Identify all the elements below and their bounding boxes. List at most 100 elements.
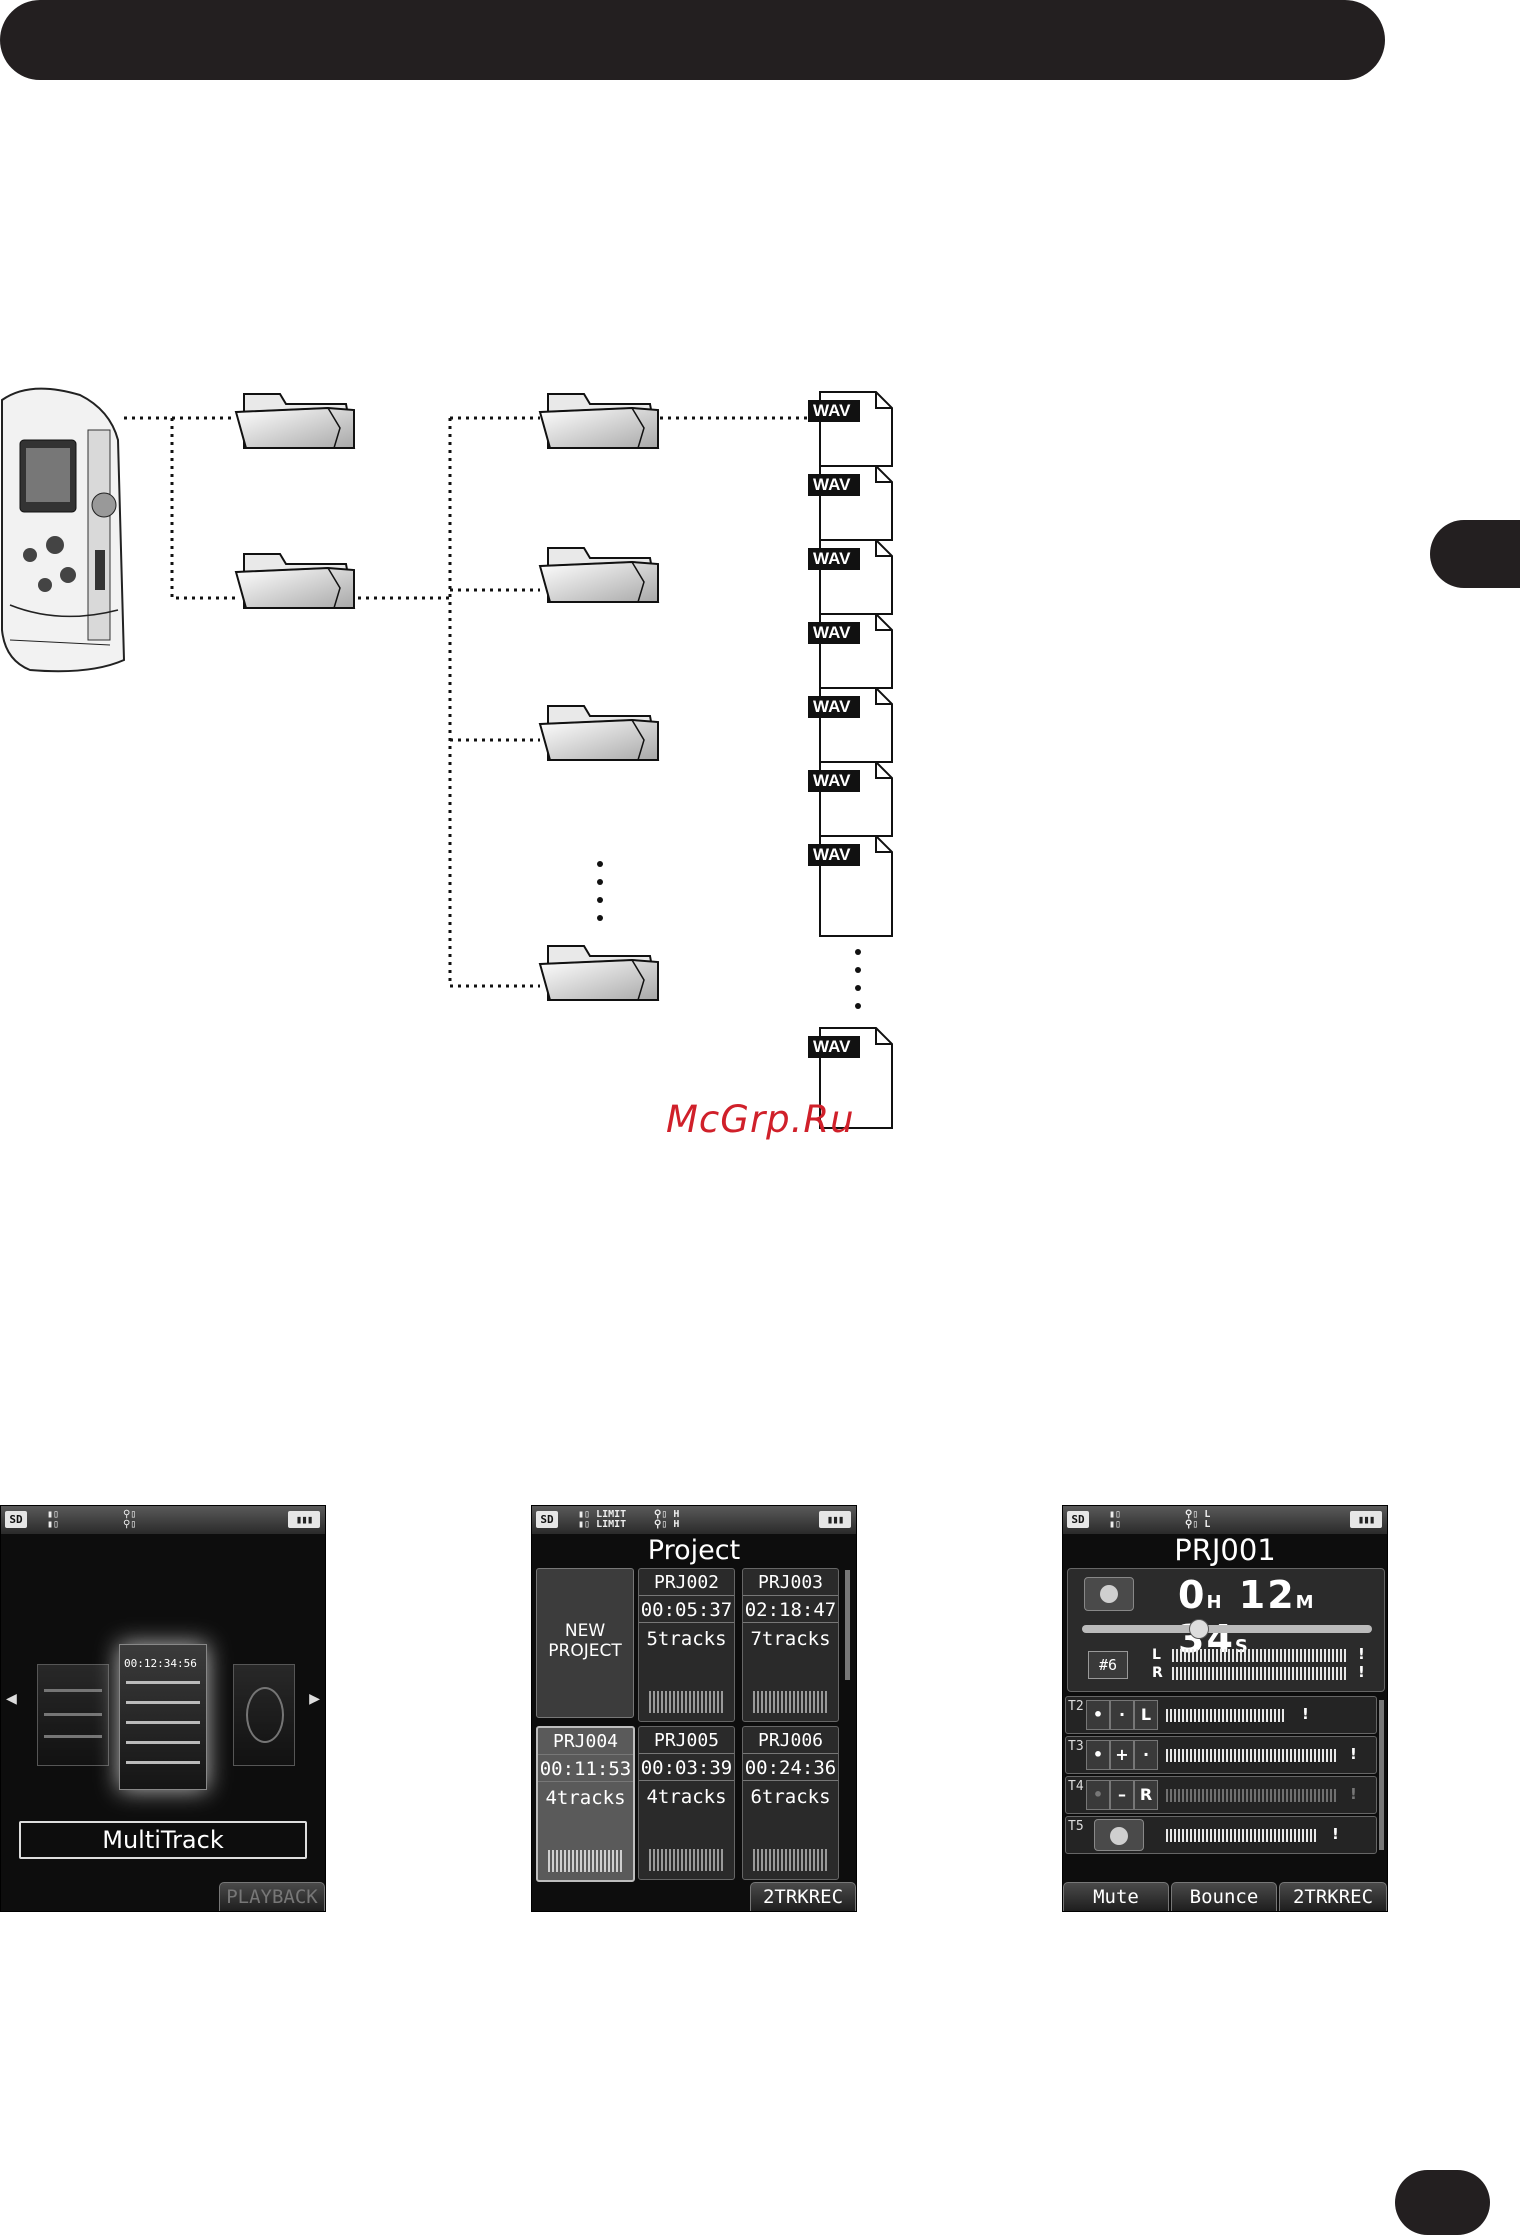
track-dot-icon[interactable]: • — [1086, 1780, 1110, 1810]
scrollbar[interactable] — [845, 1570, 850, 1680]
svg-text:WAV: WAV — [813, 549, 851, 568]
limiter-icon: ▮▯▮▯ — [47, 1509, 60, 1530]
carousel-time: 00:12:34:56 — [124, 1657, 197, 1670]
record-button[interactable] — [1084, 1577, 1134, 1611]
master-meter-l — [1172, 1649, 1346, 1662]
track-row[interactable]: T2 • · L ! — [1065, 1696, 1377, 1734]
project-folder-icon — [539, 705, 659, 761]
connector-lines — [124, 416, 808, 988]
master-meter-r — [1172, 1667, 1346, 1680]
elapsed-time: 0H 12M 34S — [1178, 1573, 1316, 1661]
track-label: T2 — [1068, 1699, 1084, 1714]
sd-card-icon: SD — [1067, 1511, 1089, 1528]
track-dot-icon[interactable]: • — [1086, 1740, 1110, 1770]
status-bar: SD ▮▯ LIMIT▮▯ LIMIT ⚲▯ H⚲▯ H ▮▮▮ — [532, 1506, 856, 1534]
track-dot-icon[interactable]: • — [1086, 1700, 1110, 1730]
clip-indicator: ! — [1358, 1645, 1365, 1663]
track-label: T5 — [1068, 1819, 1084, 1834]
position-slider[interactable] — [1082, 1625, 1372, 1633]
clip-indicator: ! — [1302, 1705, 1309, 1723]
limiter-icon: ▮▯ LIMIT▮▯ LIMIT — [578, 1509, 627, 1530]
new-project-button[interactable]: NEW PROJECT — [536, 1568, 634, 1718]
chapter-side-tab — [1430, 520, 1520, 588]
wav-file-icon: WAV — [807, 465, 893, 541]
mic-icon: ⚲▯⚲▯ — [123, 1509, 137, 1530]
bounce-softkey[interactable]: Bounce — [1171, 1882, 1277, 1911]
more-files-ellipsis — [855, 949, 861, 1009]
wav-file-icon: WAV — [807, 613, 893, 689]
track-mode[interactable]: · — [1110, 1700, 1134, 1730]
recorder-device-illustration — [1, 387, 126, 673]
track-mode[interactable]: – — [1110, 1780, 1134, 1810]
clip-indicator: ! — [1332, 1825, 1339, 1843]
sd-card-icon: SD — [536, 1511, 558, 1528]
mic-icon: ⚲▯ L⚲▯ L — [1185, 1509, 1211, 1530]
track-meter — [1166, 1749, 1336, 1762]
carousel-left-arrow-icon[interactable]: ◀ — [6, 1688, 17, 1709]
master-panel: 0H 12M 34S #6 L R ! ! — [1067, 1568, 1385, 1692]
track-meter — [1166, 1829, 1318, 1842]
svg-text:WAV: WAV — [813, 401, 851, 420]
clip-indicator: ! — [1350, 1745, 1357, 1763]
clip-indicator: ! — [1350, 1785, 1357, 1803]
2trkrec-softkey[interactable]: 2TRKREC — [1279, 1882, 1387, 1911]
mute-softkey[interactable]: Mute — [1063, 1882, 1169, 1911]
status-bar: SD ▮▯▮▯ ⚲▯ L⚲▯ L ▮▮▮ — [1063, 1506, 1387, 1534]
track-row[interactable]: T3 • + · ! — [1065, 1736, 1377, 1774]
track-row[interactable]: T4 • – R ! — [1065, 1776, 1377, 1814]
wav-file-icon: WAV — [807, 761, 893, 837]
mixer-screen: SD ▮▯▮▯ ⚲▯ L⚲▯ L ▮▮▮ PRJ001 0H 12M 34S #… — [1062, 1505, 1388, 1912]
track-record-button[interactable] — [1094, 1819, 1144, 1851]
wav-file-icon: WAV — [808, 1027, 893, 1129]
track-pan[interactable]: · — [1134, 1740, 1158, 1770]
wav-file-icon: WAV — [808, 835, 893, 937]
page-number-badge — [1395, 2170, 1490, 2235]
master-track-tag: #6 — [1088, 1651, 1128, 1679]
project-screen: SD ▮▯ LIMIT▮▯ LIMIT ⚲▯ H⚲▯ H ▮▮▮ Project… — [531, 1505, 857, 1912]
carousel-item-left[interactable] — [37, 1664, 109, 1766]
track-meter — [1166, 1709, 1286, 1722]
more-folders-ellipsis — [597, 861, 603, 921]
project-name: PRJ001 — [1174, 1533, 1276, 1567]
track-pan[interactable]: R — [1134, 1780, 1158, 1810]
wav-file-icon: WAV — [807, 687, 893, 763]
selected-mode-label: MultiTrack — [19, 1821, 307, 1859]
root-folder-icon — [235, 393, 355, 449]
carousel-item-multitrack[interactable]: 00:12:34:56 — [119, 1644, 207, 1790]
svg-text:WAV: WAV — [813, 475, 851, 494]
svg-text:WAV: WAV — [813, 771, 851, 790]
track-pan[interactable]: L — [1134, 1700, 1158, 1730]
project-folder-icon — [539, 393, 659, 449]
menu-screen: SD ▮▯▮▯ ⚲▯⚲▯ ▮▮▮ ◀ ▶ 00:12:34:56 MultiTr… — [0, 1505, 326, 1912]
2trkrec-softkey[interactable]: 2TRKREC — [750, 1882, 856, 1911]
wav-file-icon: WAV — [807, 539, 893, 615]
chapter-header-bar — [0, 0, 1385, 80]
track-mode[interactable]: + — [1110, 1740, 1134, 1770]
carousel-right-arrow-icon[interactable]: ▶ — [309, 1688, 320, 1709]
svg-text:WAV: WAV — [813, 1037, 851, 1056]
scrollbar[interactable] — [1379, 1700, 1384, 1850]
battery-icon: ▮▮▮ — [288, 1511, 320, 1528]
svg-text:WAV: WAV — [813, 845, 851, 864]
track-label: T3 — [1068, 1739, 1084, 1754]
battery-icon: ▮▮▮ — [1350, 1511, 1382, 1528]
clip-indicator: ! — [1358, 1663, 1365, 1681]
watermark-text: McGrp.Ru — [666, 1098, 855, 1141]
svg-text:WAV: WAV — [813, 697, 851, 716]
limiter-icon: ▮▯▮▯ — [1109, 1509, 1122, 1530]
playback-softkey[interactable]: PLAYBACK — [219, 1882, 325, 1911]
meter-l-label: L — [1152, 1647, 1161, 1663]
project-folder-icon — [539, 945, 659, 1001]
track-row[interactable]: T5 ! — [1065, 1816, 1377, 1854]
svg-text:WAV: WAV — [813, 623, 851, 642]
status-bar: SD ▮▯▮▯ ⚲▯⚲▯ ▮▮▮ — [1, 1506, 325, 1534]
track-label: T4 — [1068, 1779, 1084, 1794]
carousel-item-right[interactable] — [233, 1664, 295, 1766]
position-slider-knob[interactable] — [1189, 1619, 1209, 1639]
meter-r-label: R — [1152, 1665, 1163, 1681]
